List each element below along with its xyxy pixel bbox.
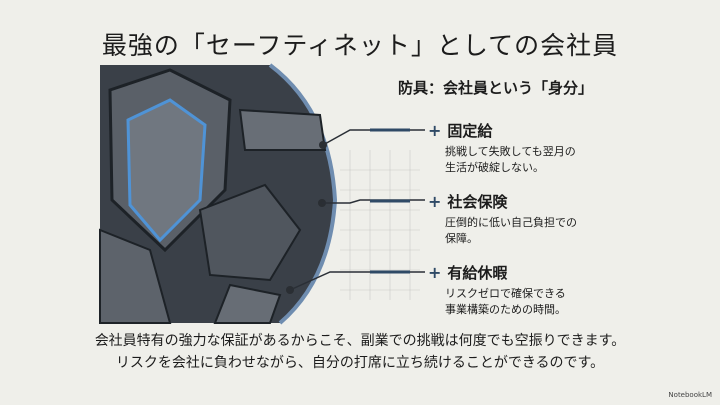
benefit-fixed-salary: + 固定給 挑戦して失敗しても翌月の生活が破綻しない。: [428, 120, 576, 176]
benefit-paid-leave: + 有給休暇 リスクゼロで確保できる事業構築のための時間。: [428, 262, 566, 318]
benefit-desc: 圧倒的に低い自己負担での: [445, 216, 577, 229]
summary-line: 会社員特有の強力な保証があるからこそ、副業での挑戦は何度でも空振りできます。: [94, 333, 626, 349]
benefit-label: 有給休暇: [447, 264, 508, 282]
benefit-label: 固定給: [447, 122, 493, 140]
plus-icon: +: [428, 192, 442, 211]
benefit-social-insurance: + 社会保険 圧倒的に低い自己負担での保障。: [428, 191, 577, 247]
benefit-desc: 挑戦して失敗しても翌月の: [445, 145, 576, 158]
benefit-desc: 生活が破綻しない。: [445, 161, 544, 174]
section-subtitle: 防具：会社員という「身分」: [398, 79, 594, 97]
summary-line: リスクを会社に負わせながら、自分の打席に立ち続けることができるのです。: [115, 355, 605, 371]
slide-title: 最強の「セーフティネット」としての会社員: [101, 31, 619, 60]
notebooklm-logo: NotebookLM: [668, 391, 712, 399]
benefit-label: 社会保険: [447, 193, 508, 211]
plus-icon: +: [428, 263, 442, 282]
benefit-desc: リスクゼロで確保できる: [445, 287, 566, 300]
plus-icon: +: [428, 121, 442, 140]
summary-text: 会社員特有の強力な保証があるからこそ、副業での挑戦は何度でも空振りできます。 リ…: [0, 330, 720, 374]
benefit-desc: 事業構築のための時間。: [445, 303, 566, 316]
benefit-desc: 保障。: [445, 232, 478, 245]
